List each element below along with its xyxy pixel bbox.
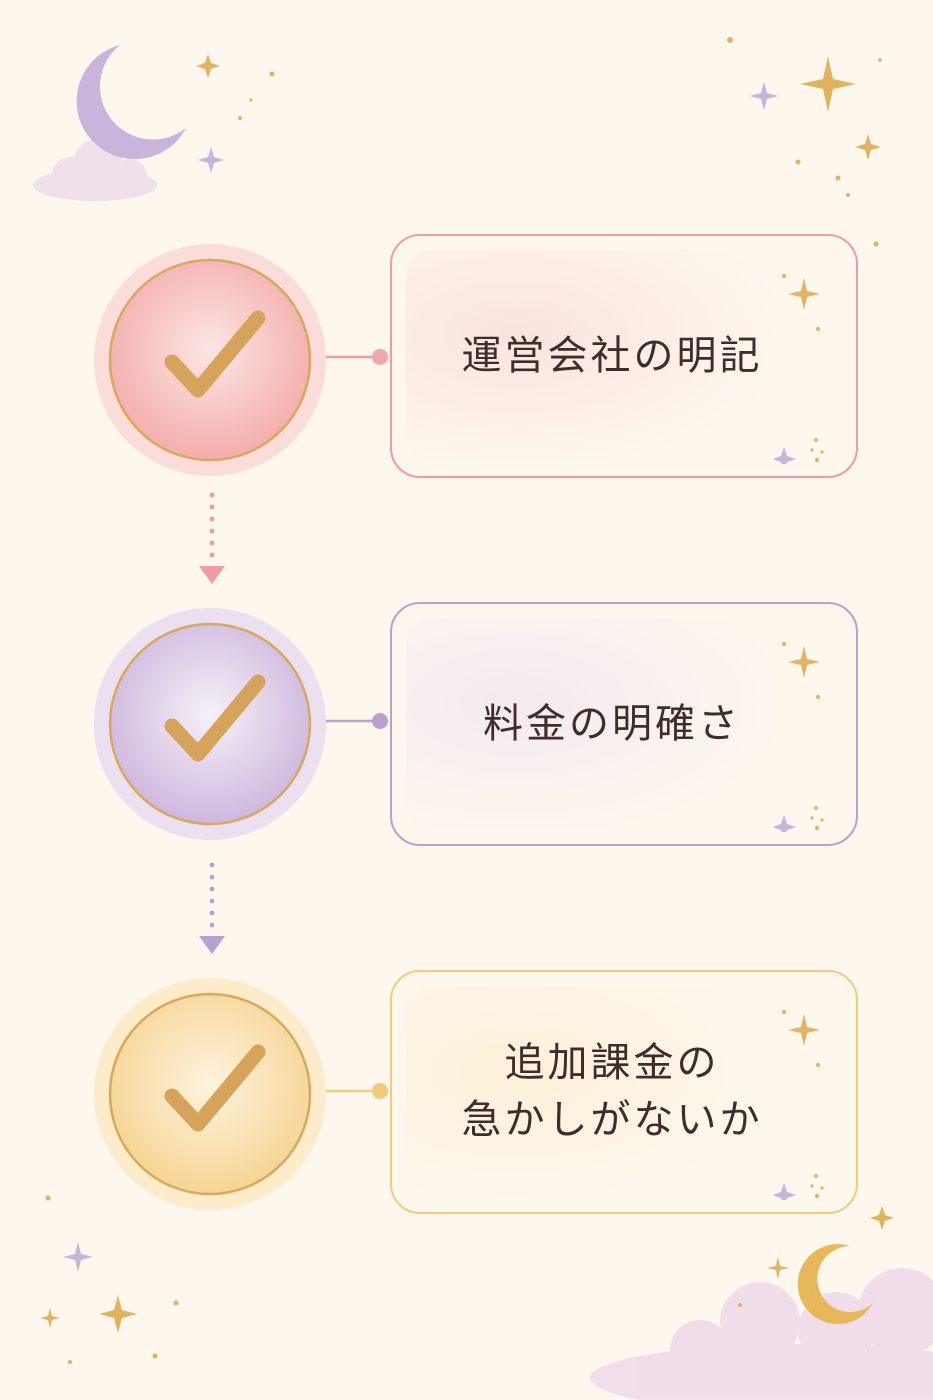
step-2-label: 料金の明確さ bbox=[483, 700, 741, 747]
sparkle-icon bbox=[774, 1010, 824, 1200]
sparkle-icon bbox=[774, 274, 824, 464]
step-2-connector bbox=[326, 713, 388, 729]
step-1-card: 運営会社の明記 bbox=[390, 234, 858, 478]
star-icon bbox=[40, 1308, 60, 1328]
star-icon bbox=[855, 134, 881, 160]
step-2-card: 料金の明確さ bbox=[390, 602, 858, 846]
moon-icon bbox=[797, 1244, 873, 1325]
star-icon bbox=[767, 1257, 789, 1279]
star-icon bbox=[198, 147, 224, 173]
step-3-check-badge bbox=[94, 978, 326, 1210]
step-1-connector bbox=[326, 349, 388, 365]
step-2-check-badge bbox=[94, 608, 326, 840]
moon-icon bbox=[76, 45, 186, 160]
step-3-label: 追加課金の 急かしがないか bbox=[461, 1040, 763, 1143]
star-icon bbox=[750, 82, 778, 110]
check-icon bbox=[164, 310, 266, 398]
flow-arrow-1 bbox=[199, 492, 225, 584]
check-icon bbox=[164, 674, 266, 762]
cloud-icon bbox=[590, 1268, 933, 1400]
sparkle-icon bbox=[774, 642, 824, 832]
star-icon bbox=[99, 1295, 137, 1333]
star-icon bbox=[800, 56, 856, 112]
star-icon bbox=[63, 1242, 93, 1272]
star-icon bbox=[196, 54, 220, 78]
step-1-label: 運営会社の明記 bbox=[461, 332, 763, 379]
step-3-card: 追加課金の 急かしがないか bbox=[390, 970, 858, 1214]
step-3-connector bbox=[326, 1083, 388, 1099]
step-1-check-badge bbox=[94, 244, 326, 476]
flow-arrow-2 bbox=[199, 862, 225, 954]
check-icon bbox=[164, 1044, 266, 1132]
star-icon bbox=[870, 1206, 894, 1230]
